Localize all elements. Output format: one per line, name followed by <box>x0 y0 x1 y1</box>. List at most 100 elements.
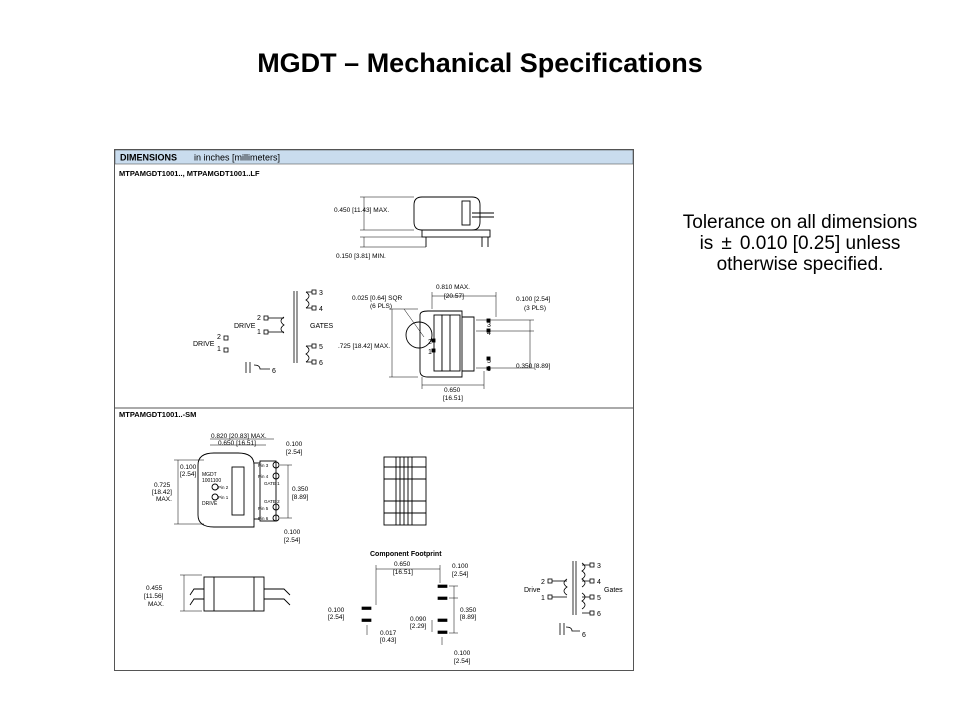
sch-bot-pin-6: 6 <box>597 611 601 618</box>
dim-sm-g-b: [2.54] <box>284 537 300 544</box>
dim-sm-e-a: 0.725 <box>154 482 171 489</box>
dim-top-sqr-a: 0.025 [0.64] SQR <box>352 295 403 302</box>
top-body-pin-2: 2 <box>428 339 432 346</box>
sch-bot-pin-2: 2 <box>541 579 545 586</box>
sm-top-view <box>174 438 292 528</box>
tolerance-line-1: Tolerance on all dimensions <box>682 212 918 233</box>
dim-top-width-mm: [20.57] <box>444 293 464 300</box>
dim-sm-h-b: [11.56] <box>144 593 164 600</box>
bottom-schematic <box>547 561 595 635</box>
sm-pin-label-6: Pin 6 <box>258 516 269 521</box>
dim-top-sqr-b: (6 PLS) <box>370 303 392 310</box>
top-view-body <box>389 292 534 389</box>
dim-top-pin: 0.150 [3.81] MIN. <box>336 253 386 260</box>
slide-title: MGDT – Mechanical Specifications <box>257 48 703 78</box>
dim-top-height: 0.450 [11.43] MAX. <box>334 207 389 214</box>
top-body-pin-1: 1 <box>428 349 432 356</box>
fp-e-b: [8.89] <box>460 614 476 621</box>
fp-b-a: 0.100 <box>452 563 469 570</box>
dim-sm-h-a: 0.455 <box>146 585 163 592</box>
dim-sm-c-a: 0.100 <box>286 441 303 448</box>
dim-top-pitch-b: (3 PLS) <box>524 305 546 312</box>
dim-sm-g-a: 0.100 <box>284 529 301 536</box>
sch-top-outer-pin-2: 2 <box>217 334 221 341</box>
dim-sm-h-c: MAX. <box>148 601 164 608</box>
top-part-label: MTPAMGDT1001.., MTPAMGDT1001..LF <box>119 169 260 178</box>
fp-c-a: 0.100 <box>328 607 345 614</box>
sm-gate-1: GATE 1 <box>264 481 280 486</box>
sch-top-pin-6: 6 <box>319 360 323 367</box>
drawing-frame <box>114 149 634 671</box>
sm-gate-2: GATE 2 <box>264 499 280 504</box>
top-schematic <box>223 289 317 373</box>
sch-top-drive-outer: DRIVE <box>193 341 215 348</box>
fp-e-a: 0.350 <box>460 607 477 614</box>
fp-c-b: [2.54] <box>328 614 344 621</box>
fp-g-a: 0.100 <box>454 650 471 657</box>
fp-b-b: [2.54] <box>452 571 468 578</box>
fp-d-b: [2.29] <box>410 623 426 630</box>
sm-pin-label-1: Pin 1 <box>218 495 229 500</box>
tolerance-prefix: is <box>699 233 714 254</box>
tolerance-value: 0.010 [0.25] unless <box>739 233 901 254</box>
sch-bot-pin-4: 4 <box>597 579 601 586</box>
top-body-pin-4: 4 <box>487 330 491 337</box>
sch-top-pin-5: 5 <box>319 344 323 351</box>
top-side-view <box>360 196 494 248</box>
fp-f-a: 0.017 <box>380 630 397 637</box>
sch-bot-gates: Gates <box>604 587 623 594</box>
dim-sm-f-a: 0.350 <box>292 486 309 493</box>
dimensions-header-subtitle: in inches [millimeters] <box>194 153 280 163</box>
dim-sm-a: 0.820 [20.83] MAX. <box>211 433 267 440</box>
tolerance-note: Tolerance on all dimensions is ± 0.010 [… <box>660 212 940 275</box>
dimensions-header-bar <box>114 149 634 165</box>
fp-a-a: 0.650 <box>394 561 411 568</box>
sch-bot-pin-1: 1 <box>541 595 545 602</box>
sm-body-text-3: DRIVE <box>202 501 218 507</box>
dim-sm-b: 0.650 [16.51] <box>218 440 256 447</box>
bottom-part-label: MTPAMGDT1001..-SM <box>119 410 196 419</box>
top-body-pin-6: 6 <box>487 366 491 373</box>
dim-sm-d-a: 0.100 <box>180 464 197 471</box>
dim-top-gap: 0.350 [8.89] <box>516 363 551 370</box>
dim-sm-d-b: [2.54] <box>180 471 196 478</box>
component-footprint <box>361 565 458 645</box>
dim-sm-e-b: [18.42] <box>152 489 172 496</box>
sch-top-pin-1: 1 <box>257 329 261 336</box>
sm-body-text-1: MGDT <box>202 472 217 478</box>
sm-pin-label-2: Pin 2 <box>218 485 229 490</box>
sm-end-view <box>383 456 427 526</box>
sch-top-drive-inner: DRIVE <box>234 323 256 330</box>
sch-top-outer-pin-1: 1 <box>217 346 221 353</box>
tolerance-line-2: is ± 0.010 [0.25] unless <box>660 233 940 254</box>
dim-sm-c-b: [2.54] <box>286 449 302 456</box>
sch-top-pin-4: 4 <box>319 306 323 313</box>
sm-pin-label-5: Pin 5 <box>258 506 269 511</box>
plus-minus-icon: ± <box>721 233 732 254</box>
top-body-pin-5: 5 <box>487 358 491 365</box>
dim-top-pitch-a: 0.100 [2.54] <box>516 296 551 303</box>
sm-side-view <box>180 574 291 612</box>
top-body-pin-3: 3 <box>487 322 491 329</box>
dim-top-width-max: 0.810 MAX. <box>436 284 470 291</box>
sch-top-pin-2: 2 <box>257 315 261 322</box>
sch-bot-drive: Drive <box>524 587 540 594</box>
dimensions-header-title: DIMENSIONS <box>120 153 177 163</box>
fp-f-b: [0.43] <box>380 637 396 644</box>
dim-top-length: .725 [18.42] MAX. <box>338 343 390 350</box>
fp-d-a: 0.090 <box>410 616 427 623</box>
dim-top-row-b: [16.51] <box>443 395 463 402</box>
sch-top-gates: GATES <box>310 323 334 330</box>
sch-bot-shield-pin: 6 <box>582 632 586 639</box>
sch-bot-pin-3: 3 <box>597 563 601 570</box>
mechanical-drawing: DIMENSIONS in inches [millimeters] MTPAM… <box>114 149 634 671</box>
sch-top-pin-3: 3 <box>319 290 323 297</box>
sm-pin-label-4: Pin 4 <box>258 474 269 479</box>
sch-top-shield-pin: 6 <box>272 368 276 375</box>
tolerance-line-3: otherwise specified. <box>716 254 884 275</box>
fp-g-b: [2.54] <box>454 658 470 665</box>
fp-a-b: [16.51] <box>393 569 413 576</box>
dim-top-row-a: 0.650 <box>444 387 461 394</box>
sm-body-text-2: 1001100 <box>202 478 221 484</box>
sch-bot-pin-5: 5 <box>597 595 601 602</box>
